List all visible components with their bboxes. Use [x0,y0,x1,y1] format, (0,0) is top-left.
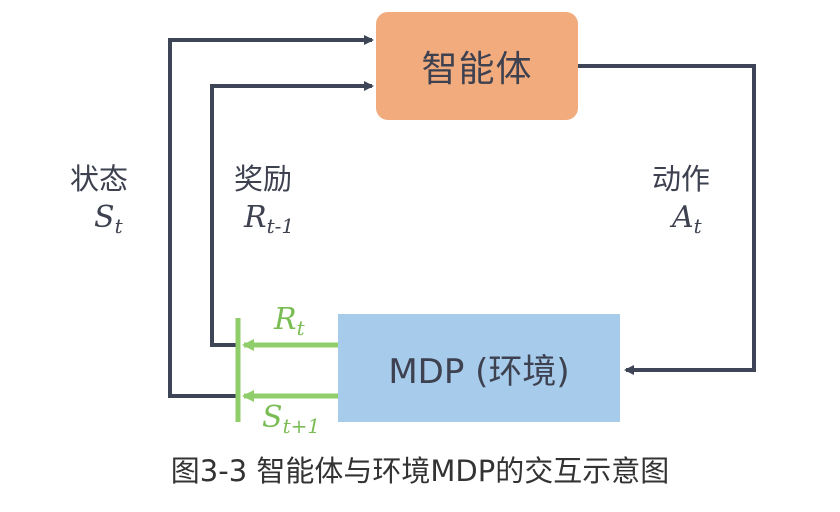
reward-label: 奖励 [234,162,293,196]
reward-arrow [210,81,374,347]
next-state-label: St+1 [262,400,321,438]
environment-node: MDP (环境) [338,314,620,422]
action-symbol: At [672,200,702,238]
agent-label: 智能体 [421,49,533,90]
state-symbol: St [94,200,123,238]
next-reward-label: Rt [274,302,305,340]
action-arrow [578,64,756,375]
figure-caption: 图3-3 智能体与环境MDP的交互示意图 [170,454,670,488]
environment-label: MDP (环境) [388,351,570,392]
action-label: 动作 [652,162,711,196]
state-arrow [168,35,374,398]
reward-symbol: Rt-1 [244,200,295,238]
state-label: 状态 [70,162,129,196]
agent-node: 智能体 [376,12,578,120]
